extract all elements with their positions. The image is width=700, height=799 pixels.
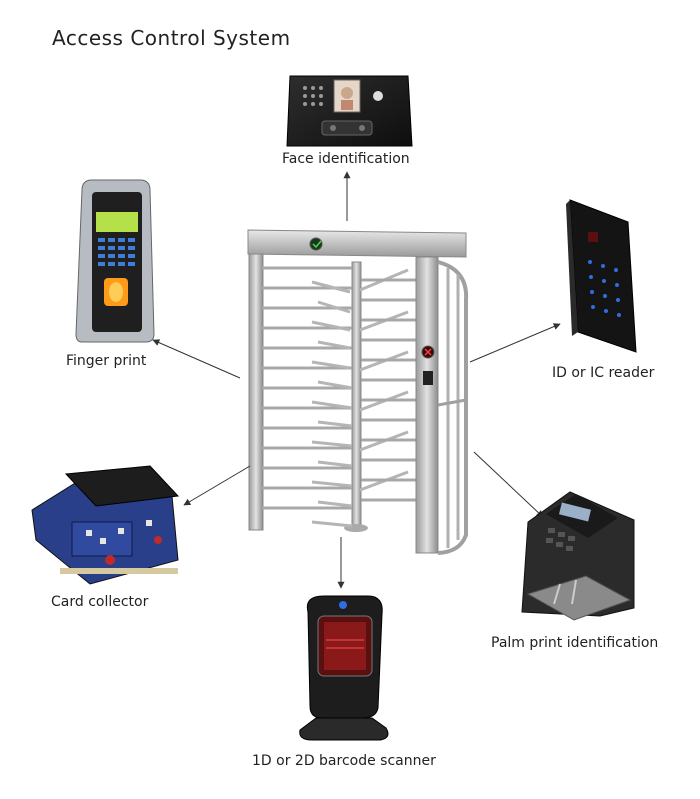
- label-finger-print: Finger print: [66, 353, 147, 369]
- label-card-collector: Card collector: [51, 594, 149, 610]
- face-identification-device: [286, 75, 413, 147]
- barcode-scanner-device: [299, 595, 389, 741]
- arrow-to-card: [183, 465, 251, 506]
- diagram-title: Access Control System: [52, 26, 291, 50]
- label-id-ic-reader: ID or IC reader: [552, 365, 655, 381]
- label-face-identification: Face identification: [282, 151, 410, 167]
- label-barcode-scanner: 1D or 2D barcode scanner: [252, 753, 436, 769]
- arrow-to-finger: [152, 339, 241, 379]
- finger-print-device: [75, 179, 155, 343]
- card-collector-device: [31, 465, 180, 585]
- arrow-to-palm: [473, 451, 544, 518]
- turnstile: [247, 229, 469, 555]
- id-ic-reader-device: [566, 199, 637, 353]
- arrow-to-idic: [469, 323, 561, 363]
- connector-arrows: [152, 171, 561, 589]
- palm-print-device: [521, 491, 635, 621]
- label-palm-print: Palm print identification: [491, 635, 659, 651]
